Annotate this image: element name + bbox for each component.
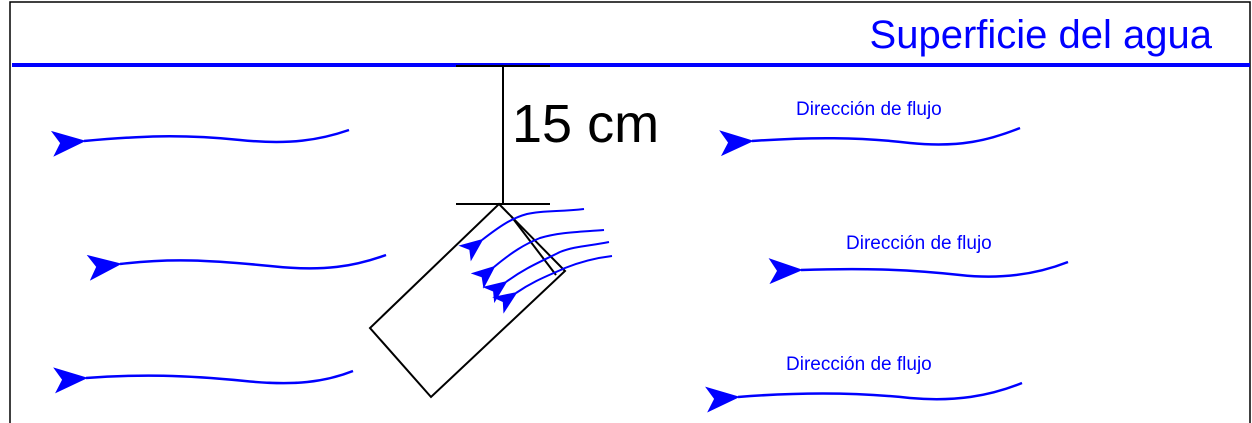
flow-arrows-right	[705, 126, 1069, 413]
flow-arrow	[86, 253, 387, 281]
intake-arrow	[470, 229, 605, 289]
flow-arrow	[719, 126, 1021, 157]
intake-arrows	[458, 208, 613, 314]
surface-label: Superficie del agua	[870, 13, 1213, 57]
intake-arrow	[458, 208, 585, 262]
flow-arrow	[50, 128, 350, 157]
sampler-device	[368, 202, 567, 399]
flow-direction-label: Dirección de flujo	[846, 233, 992, 254]
intake-arrow	[492, 255, 613, 314]
flow-direction-label: Dirección de flujo	[786, 354, 932, 375]
flow-arrow	[768, 258, 1069, 285]
flow-arrow	[705, 381, 1023, 413]
depth-label: 15 cm	[512, 94, 659, 154]
depth-dimension	[456, 65, 550, 205]
flow-arrow	[53, 367, 354, 394]
flow-direction-label: Dirección de flujo	[796, 99, 942, 120]
diagram-frame	[9, 1, 1251, 423]
intake-arrow	[482, 241, 610, 304]
flow-arrows-left	[50, 128, 387, 394]
